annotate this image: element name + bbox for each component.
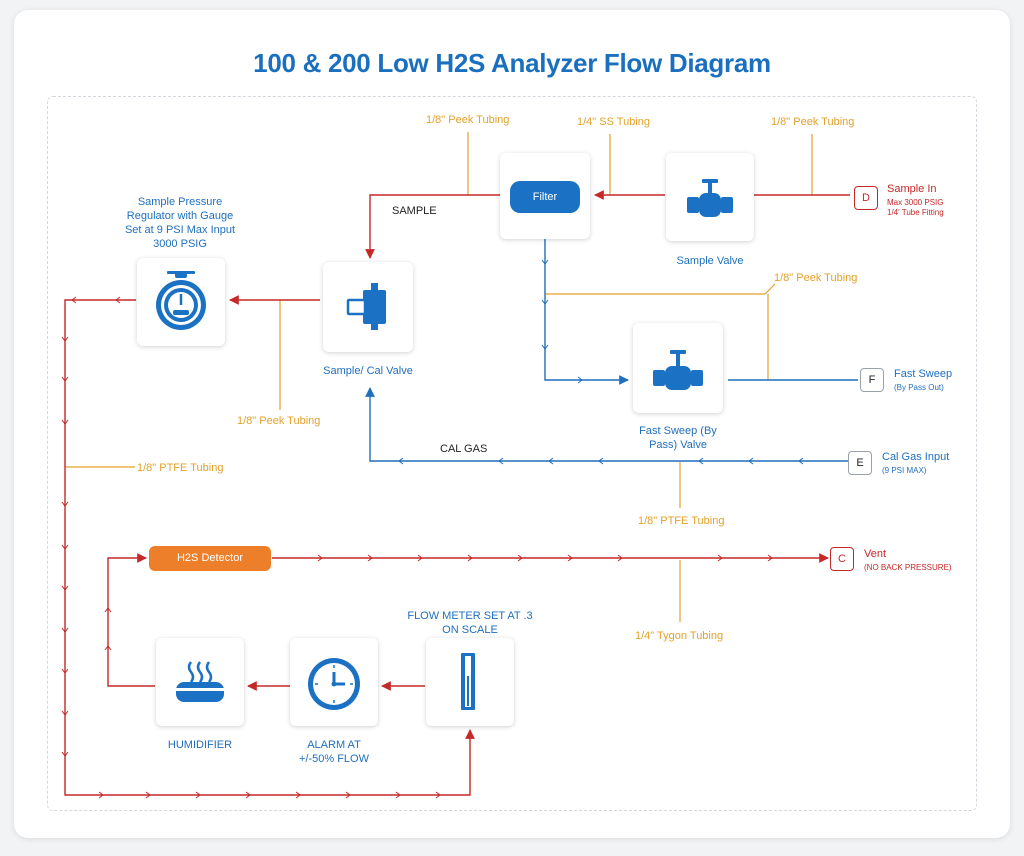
tubing-label: 1/8" PTFE Tubing <box>137 462 224 474</box>
sample-valve-label: Sample Valve <box>676 255 744 267</box>
port-e-sub1: (9 PSI MAX) <box>882 466 927 475</box>
tubing-label: 1/4" Tygon Tubing <box>635 630 724 642</box>
port-f: F <box>860 368 884 392</box>
humidifier-label: HUMIDIFIER <box>167 739 233 751</box>
port-c-sub1: (NO BACK PRESSURE) <box>864 563 952 572</box>
port-d-sub1: Max 3000 PSIG <box>887 198 944 207</box>
alarm <box>290 638 378 726</box>
tubing-label: 1/8" Peek Tubing <box>774 272 858 284</box>
port-e-name: Cal Gas Input <box>882 451 950 463</box>
tubing-label: 1/8" Peek Tubing <box>237 415 321 427</box>
sample-valve <box>666 153 754 241</box>
sample-cal-valve-label: Sample/ Cal Valve <box>323 365 413 377</box>
flow-meter-icon <box>461 653 475 710</box>
tubing-label: 1/8" Peek Tubing <box>771 116 855 128</box>
port-c-name: Vent <box>864 548 887 560</box>
pressure-regulator <box>137 258 225 346</box>
tubing-label: 1/8" Peek Tubing <box>426 114 510 126</box>
port-f-sub1: (By Pass Out) <box>894 383 944 392</box>
port-f-name: Fast Sweep <box>894 368 953 380</box>
diagram-border <box>47 96 977 811</box>
port-d: D <box>854 186 878 210</box>
fast-sweep-valve <box>633 323 723 413</box>
sample-path <box>64 190 850 796</box>
h2s-detector: H2S Detector <box>149 546 271 571</box>
filter: Filter <box>510 181 580 213</box>
regulator-label: Sample Pressure Regulator with Gauge Set… <box>124 196 236 250</box>
tubing-label: 1/4" SS Tubing <box>577 116 651 128</box>
port-c: C <box>830 547 854 571</box>
tubing-leaders <box>65 132 813 622</box>
fast-sweep-valve-label: Fast Sweep (By Pass) Valve <box>639 425 717 451</box>
diagram-title: 100 & 200 Low H2S Analyzer Flow Diagram <box>253 48 771 78</box>
direction-chevrons <box>61 259 804 799</box>
flow-meter <box>426 638 514 726</box>
port-d-name: Sample In <box>887 183 937 195</box>
cal-bypass-path <box>365 238 858 462</box>
sample-line-label: SAMPLE <box>392 205 437 217</box>
pressure-gauge-icon <box>156 271 206 330</box>
valve-icon <box>653 350 703 390</box>
tee-fitting-icon <box>346 283 386 330</box>
clock-icon <box>308 658 360 710</box>
valve-icon <box>687 179 733 217</box>
humidifier <box>156 638 244 726</box>
cal-gas-line-label: CAL GAS <box>440 443 488 455</box>
port-d-sub2: 1/4' Tube Fitting <box>887 208 944 217</box>
alarm-label: ALARM AT +/-50% FLOW <box>299 739 369 765</box>
tubing-label: 1/8" PTFE Tubing <box>638 515 725 527</box>
sample-cal-valve <box>323 262 413 352</box>
humidifier-icon <box>176 661 224 702</box>
port-e: E <box>848 451 872 475</box>
flow-meter-label: FLOW METER SET AT .3 ON SCALE <box>407 610 533 636</box>
